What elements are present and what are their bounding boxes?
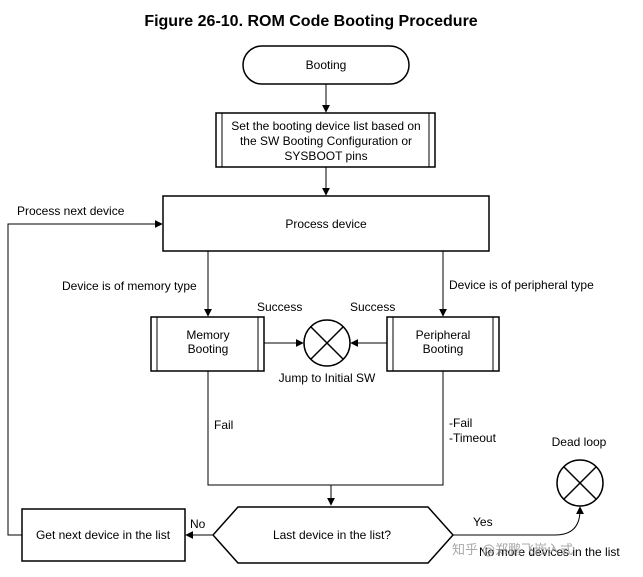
decision-label: Last device in the list? <box>273 528 391 542</box>
success-left-label: Success <box>257 300 302 314</box>
peripheral-line2: Booting <box>423 342 464 356</box>
set-list-box <box>215 112 436 168</box>
memory-type-label: Device is of memory type <box>62 279 197 293</box>
success-right-label: Success <box>350 300 395 314</box>
process-device-label: Process device <box>285 217 367 231</box>
peripheral-type-label: Device is of peripheral type <box>449 278 594 292</box>
no-more-devices-label: No more devices in the list <box>479 545 620 559</box>
figure-title: Figure 26-10. ROM Code Booting Procedure <box>144 13 477 30</box>
memory-line2: Booting <box>188 342 229 356</box>
memory-line1: Memory <box>186 328 229 342</box>
no-label: No <box>190 517 206 531</box>
yes-label: Yes <box>473 515 493 529</box>
start-label: Booting <box>306 58 347 72</box>
fail-merge-connector <box>207 371 444 486</box>
loop-back-connector <box>7 220 163 536</box>
dead-loop-connector-icon <box>556 459 604 507</box>
fail2-line2: -Timeout <box>449 431 497 445</box>
peripheral-booting-box <box>386 316 500 372</box>
peripheral-line1: Peripheral <box>416 328 471 342</box>
dead-loop-label: Dead loop <box>552 435 607 449</box>
jump-connector-icon <box>303 319 351 367</box>
fail-label: Fail <box>214 418 233 432</box>
get-next-label: Get next device in the list <box>36 528 171 542</box>
set-list-line2: the SW Booting Configuration or <box>240 134 412 148</box>
arrow-decision-to-deadloop <box>453 506 584 536</box>
watermark: 知乎 @郑鹏飞嵌入式 <box>452 542 573 558</box>
jump-label: Jump to Initial SW <box>279 371 376 385</box>
process-device-box <box>162 195 490 252</box>
fail2-line1: -Fail <box>449 416 472 430</box>
get-next-device-box <box>21 508 186 562</box>
process-next-label: Process next device <box>17 204 125 218</box>
set-list-line3: SYSBOOT pins <box>284 149 367 163</box>
set-list-line1: Set the booting device list based on <box>231 119 420 133</box>
